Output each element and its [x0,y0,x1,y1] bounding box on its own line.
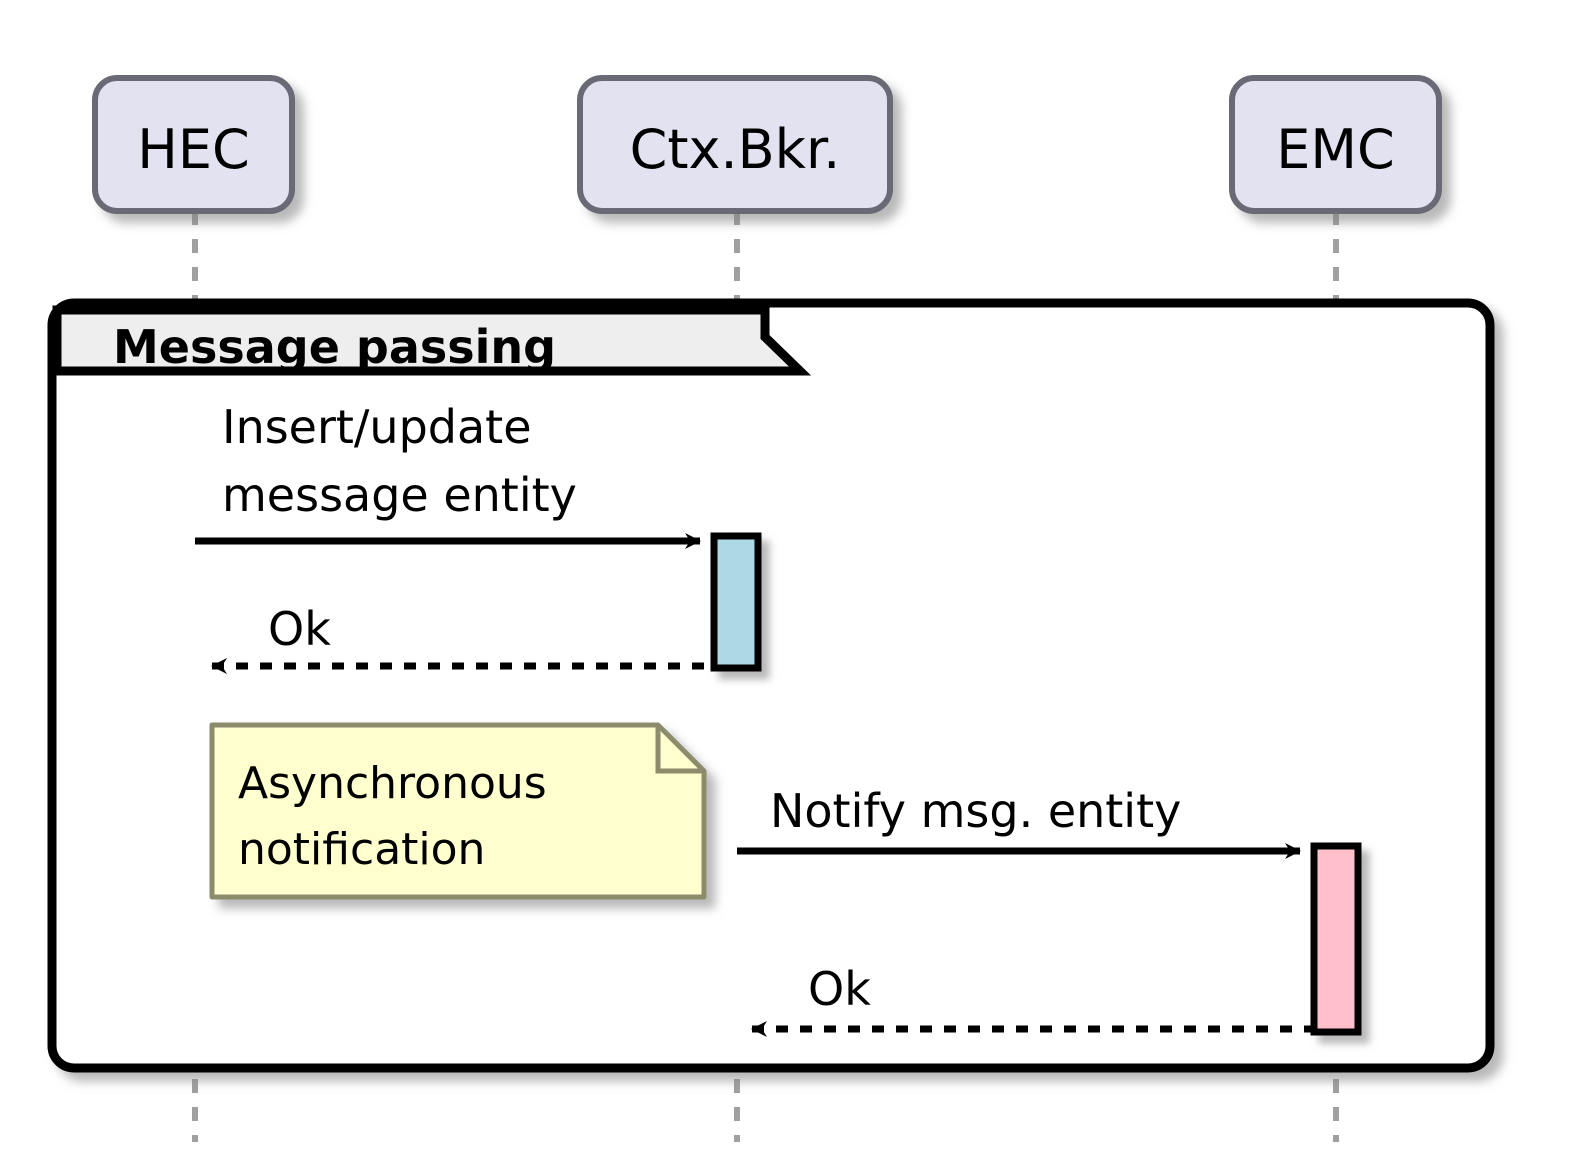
participant-emc[interactable]: EMC [1229,75,1442,214]
activation-bar-ctxbkr[interactable] [710,532,762,672]
note-async-line1: Asynchronous [238,758,547,809]
participant-ctxbkr-box [577,75,893,214]
participant-hec-box [92,75,295,214]
message-ok-2[interactable]: Ok [751,962,1312,1037]
participant-ctxbkr-label: Ctx.Bkr. [630,118,841,181]
note-async-line2: notification [238,824,485,875]
message-notify-msg-entity-label: Notify msg. entity [770,784,1181,838]
activation-bars-group [710,532,1362,1036]
participant-ctxbkr[interactable]: Ctx.Bkr. [577,75,893,214]
frame-header-tab [52,305,812,376]
participant-emc-box [1229,75,1442,214]
note-async-body [209,722,707,900]
participant-hec[interactable]: HEC [92,75,295,214]
message-notify-msg-entity[interactable]: Notify msg. entity [737,784,1301,859]
frame-title-label: Message passing [113,320,556,374]
note-async-fold-icon [655,725,704,774]
participant-emc-label: EMC [1276,118,1394,181]
message-ok-1-label: Ok [268,602,331,656]
message-insert-update[interactable]: Insert/update message entity [195,400,701,549]
activation-bar-emc[interactable] [1310,842,1362,1036]
note-async-notification[interactable]: Asynchronous notification [209,722,707,900]
message-insert-update-label-line2: message entity [222,468,577,522]
participant-hec-label: HEC [137,118,249,181]
message-ok-1[interactable]: Ok [211,602,712,674]
message-insert-update-label-line1: Insert/update [222,400,532,454]
message-ok-2-label: Ok [808,962,871,1016]
